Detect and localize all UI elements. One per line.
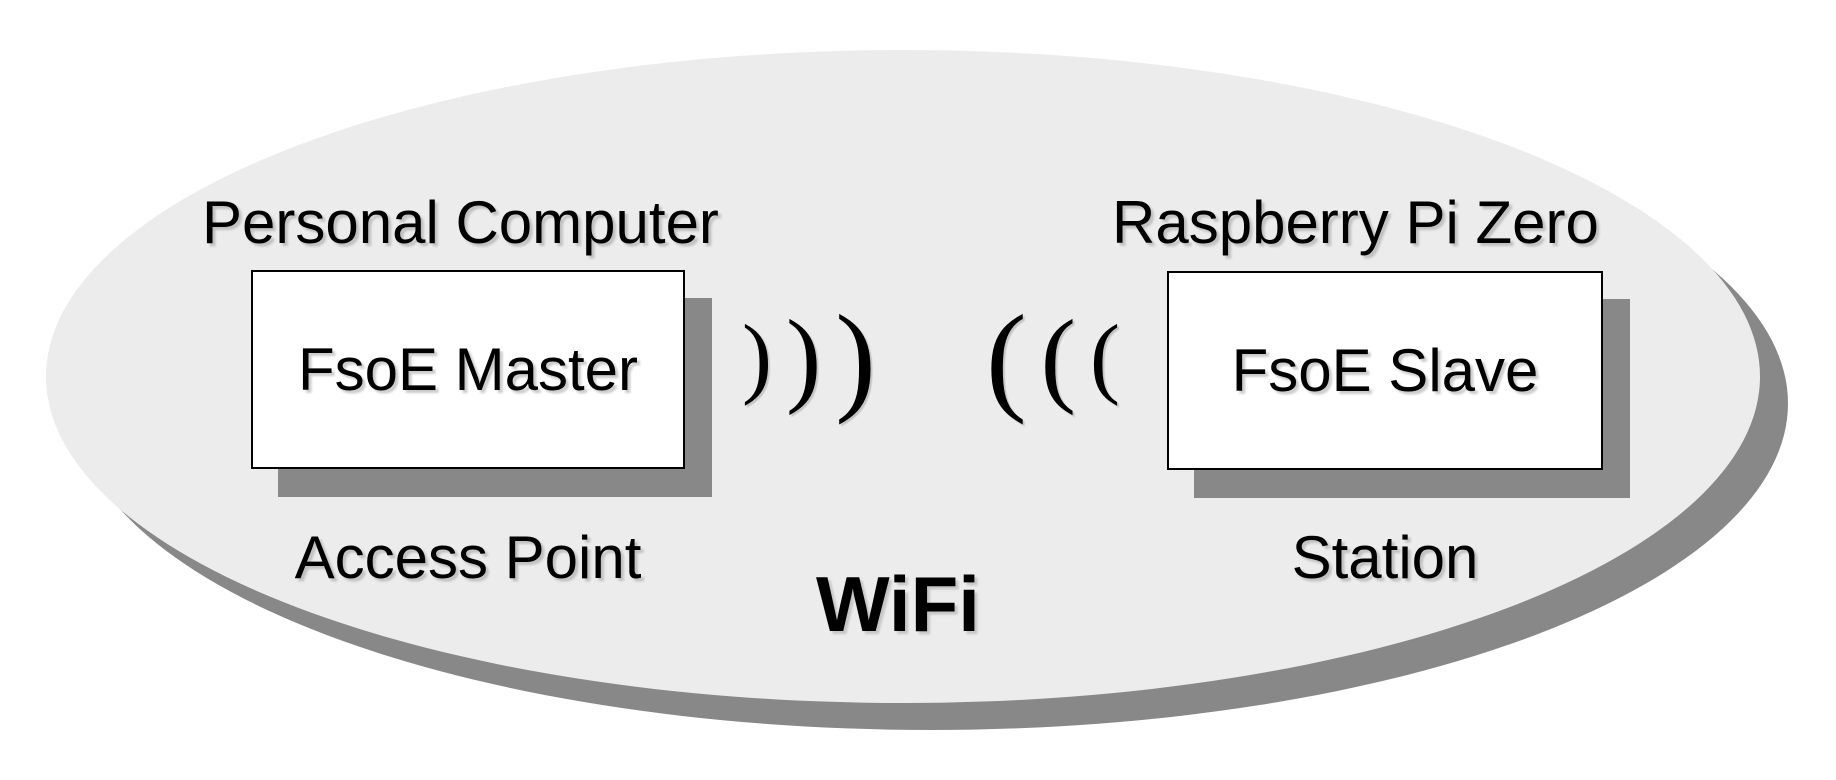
fsoe-slave-box: FsoE Slave <box>1167 271 1603 470</box>
radio-wave-icon: ( <box>1089 307 1120 407</box>
left-radio-waves: ) ) ) <box>742 290 876 426</box>
fsoe-slave-label: FsoE Slave <box>1231 337 1539 404</box>
fsoe-master-box: FsoE Master <box>251 270 685 469</box>
station-label: Station <box>1291 524 1479 591</box>
wifi-label: WiFi <box>816 560 980 648</box>
fsoe-master-label: FsoE Master <box>297 336 639 403</box>
right-radio-waves: ( ( ( <box>986 290 1120 426</box>
radio-wave-icon: ) <box>785 298 822 416</box>
right-device-title: Raspberry Pi Zero <box>1112 189 1599 256</box>
access-point-label: Access Point <box>294 524 642 591</box>
radio-wave-icon: ) <box>742 307 772 407</box>
left-device-title: Personal Computer <box>202 189 719 256</box>
radio-wave-icon: ( <box>986 290 1027 426</box>
radio-wave-icon: ( <box>1040 298 1076 416</box>
radio-wave-icon: ) <box>835 290 876 426</box>
